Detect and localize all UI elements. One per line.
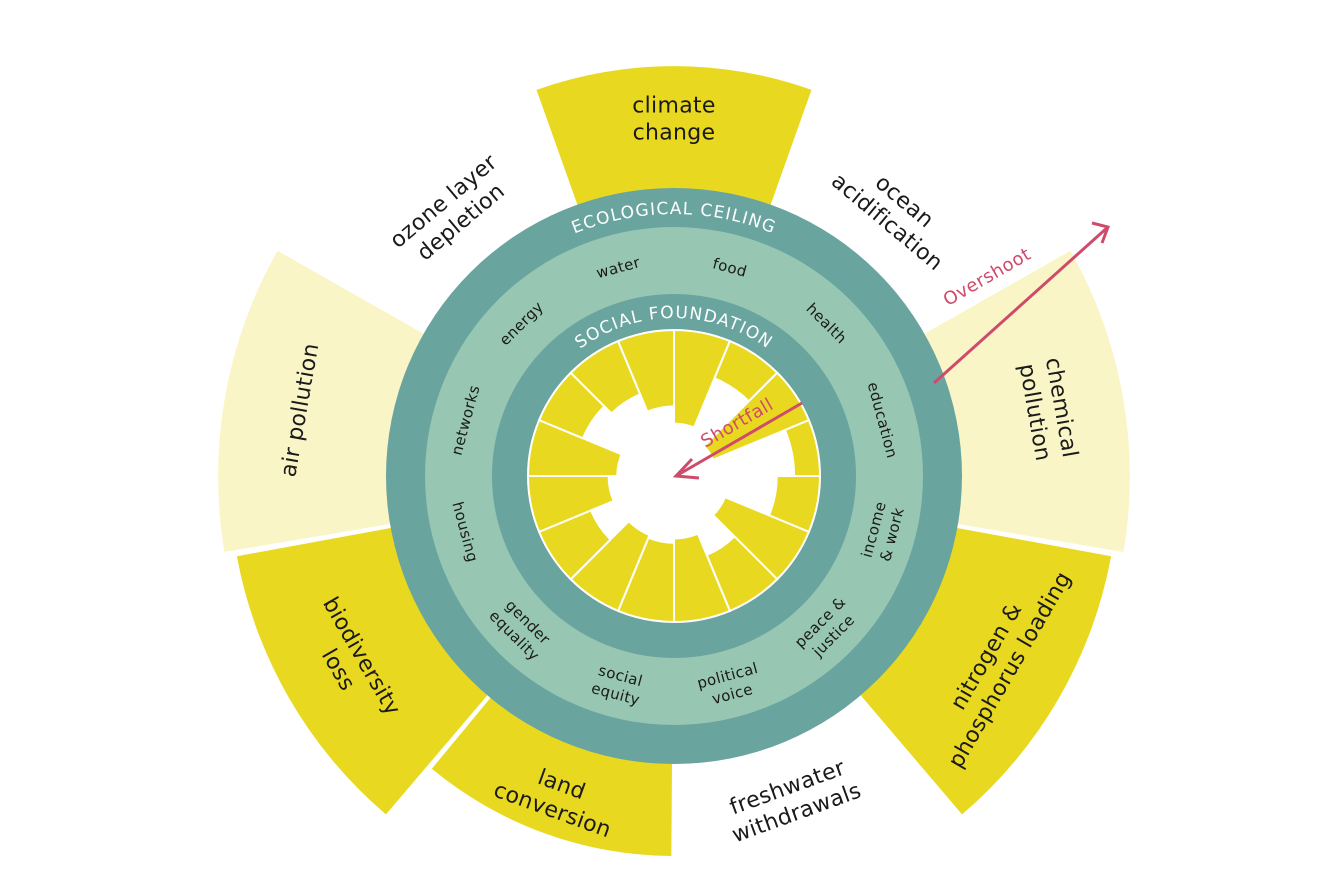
shortfall-arrow — [675, 401, 803, 478]
ceiling-label-climate-change-line: climate — [632, 94, 716, 119]
overshoot-arrowhead — [1091, 221, 1110, 244]
ceiling-label-climate-change-line: change — [633, 121, 716, 146]
shortfall-wedge — [616, 328, 675, 413]
overshoot-arrow — [933, 225, 1110, 385]
shortfall-wedges — [526, 328, 822, 624]
shortfall-arrowhead — [672, 457, 700, 480]
